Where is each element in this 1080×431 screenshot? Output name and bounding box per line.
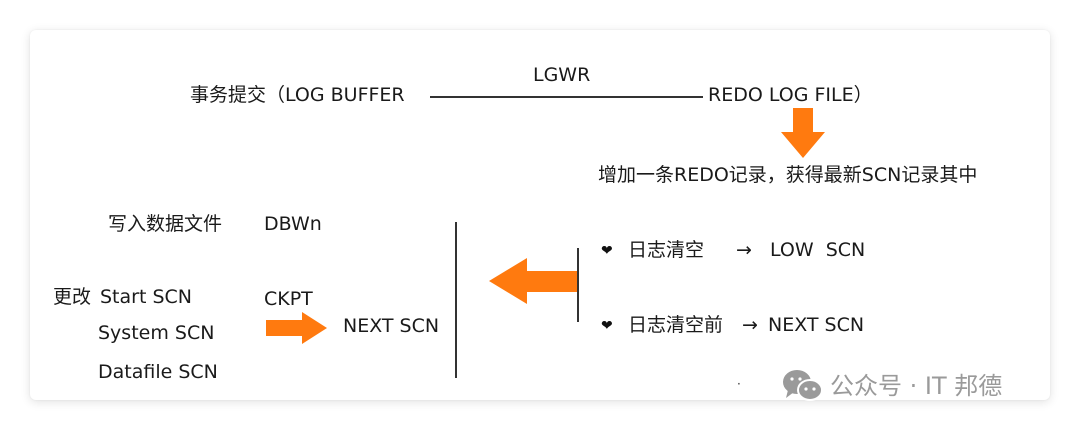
diagram-card bbox=[30, 30, 1050, 400]
heart-icon: ❤ bbox=[601, 243, 613, 259]
transaction-commit-label: 事务提交（LOG BUFFER bbox=[190, 84, 405, 106]
redo-log-file-label: REDO LOG FILE） bbox=[708, 84, 873, 106]
before-log-cleared-label: 日志清空前 bbox=[628, 314, 724, 336]
ckpt-label: CKPT bbox=[264, 288, 313, 310]
watermark-dot: · bbox=[737, 377, 741, 391]
left-divider-line bbox=[455, 222, 457, 378]
low-scn-label: LOW SCN bbox=[770, 239, 866, 261]
right-arrow-icon bbox=[266, 312, 327, 344]
redo-record-result: 增加一条REDO记录，获得最新SCN记录其中 bbox=[598, 164, 978, 186]
arrow-glyph: → bbox=[736, 239, 752, 261]
down-arrow-icon bbox=[781, 108, 825, 158]
datafile-scn-label: Datafile SCN bbox=[98, 361, 218, 383]
watermark-text: 公众号 · IT 邦德 bbox=[830, 372, 1003, 400]
write-datafile-label: 写入数据文件 bbox=[108, 213, 223, 235]
log-cleared-label: 日志清空 bbox=[628, 239, 705, 261]
next-scn-result-label: NEXT SCN bbox=[768, 314, 865, 336]
arrow-glyph: → bbox=[742, 314, 758, 336]
heart-icon: ❤ bbox=[601, 318, 613, 334]
wechat-icon bbox=[783, 370, 823, 401]
dbwn-label: DBWn bbox=[264, 213, 322, 235]
lgwr-label: LGWR bbox=[533, 64, 591, 86]
right-divider-line bbox=[577, 248, 579, 322]
left-arrow-icon bbox=[489, 258, 577, 304]
system-scn-label: System SCN bbox=[98, 322, 215, 344]
next-scn-label: NEXT SCN bbox=[343, 315, 440, 337]
start-scn-label: Start SCN bbox=[100, 286, 192, 308]
lgwr-connector-line bbox=[430, 96, 703, 98]
change-prefix-label: 更改 bbox=[53, 286, 92, 308]
